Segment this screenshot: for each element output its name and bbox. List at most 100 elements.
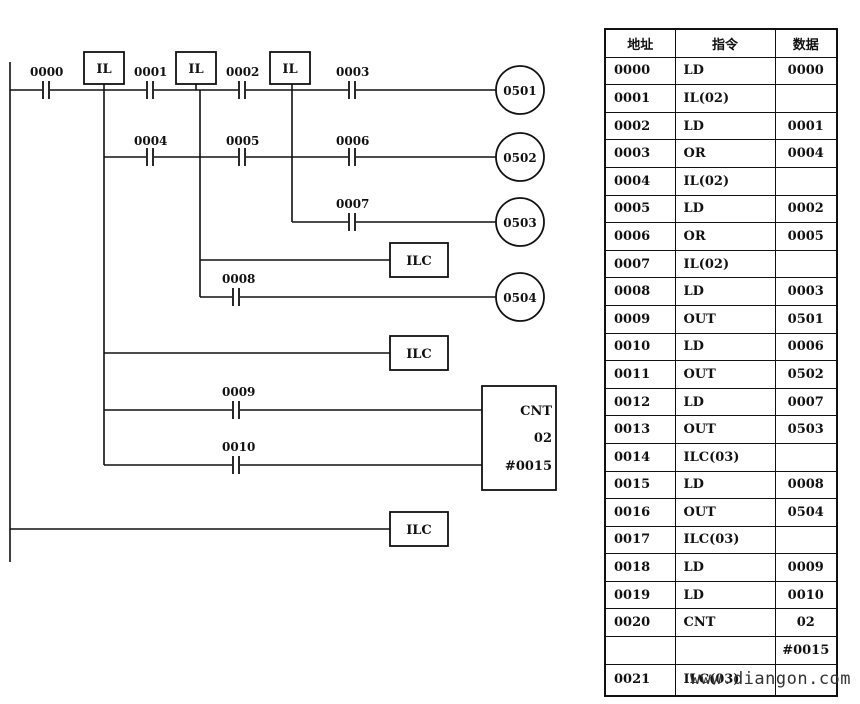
header-address: 地址 <box>604 28 676 58</box>
cell-instruction: ILC(03) <box>674 663 776 697</box>
coil-label-0503: 0503 <box>503 216 536 230</box>
ilc-box-3-label: ILC <box>406 523 432 538</box>
cell-data: 0502 <box>774 360 838 389</box>
cell-address: 0003 <box>604 139 676 168</box>
cell-address: 0006 <box>604 222 676 251</box>
cell-instruction: IL(02) <box>674 249 776 279</box>
ilc-box-2 <box>389 335 449 371</box>
cell-data: #0015 <box>774 636 838 665</box>
cell-instruction: OUT <box>674 498 776 527</box>
cell-data: 0005 <box>774 222 838 251</box>
cell-address: 0013 <box>604 415 676 444</box>
cell-instruction: LD <box>674 277 776 306</box>
contact-0002 <box>238 81 246 99</box>
header-data: 数据 <box>774 28 838 58</box>
coil-label-0504: 0504 <box>503 291 536 305</box>
coil-label-0502: 0502 <box>503 151 536 165</box>
ilc-box-1 <box>389 242 449 278</box>
cell-address: 0000 <box>604 56 676 86</box>
ilc-box-1-label: ILC <box>406 254 432 269</box>
contact-0005 <box>238 148 246 166</box>
il-box-3-label: IL <box>282 62 297 77</box>
cell-instruction: LD <box>674 553 776 582</box>
il-box-2 <box>175 51 217 85</box>
counter-preset: #0015 <box>505 459 552 474</box>
cell-address: 0001 <box>604 84 676 113</box>
cell-address: 0002 <box>604 111 676 141</box>
cell-instruction: OR <box>674 139 776 168</box>
ilc-box-2-label: ILC <box>406 347 432 362</box>
cell-instruction: ILC(03) <box>674 442 776 472</box>
cell-instruction: LD <box>674 387 776 417</box>
counter-name: CNT <box>520 404 552 419</box>
cell-address: 0019 <box>604 580 676 610</box>
coil-0501 <box>495 65 545 115</box>
cell-instruction: ILC(03) <box>674 525 776 555</box>
cell-data <box>774 84 838 113</box>
contact-0007 <box>348 213 356 231</box>
contact-label-0009: 0009 <box>222 385 255 399</box>
contact-label-0005: 0005 <box>226 134 259 148</box>
ilc-box-3 <box>389 511 449 547</box>
contact-0004 <box>146 148 154 166</box>
cell-address: 0011 <box>604 360 676 389</box>
cell-address: 0012 <box>604 387 676 417</box>
contact-label-0007: 0007 <box>336 197 369 211</box>
cell-data <box>774 442 838 472</box>
cell-instruction: OUT <box>674 360 776 389</box>
cell-instruction: LD <box>674 332 776 362</box>
cell-data: 0001 <box>774 111 838 141</box>
contact-0003 <box>348 81 356 99</box>
cell-instruction: LD <box>674 194 776 224</box>
contact-label-0008: 0008 <box>222 272 255 286</box>
cell-address: 0005 <box>604 194 676 224</box>
cell-instruction: IL(02) <box>674 84 776 113</box>
cell-instruction: LD <box>674 470 776 500</box>
table-header-row: 地址 指令 数据 <box>604 28 838 58</box>
contact-0000 <box>42 81 50 99</box>
contact-label-0001: 0001 <box>134 65 167 79</box>
cell-address: 0009 <box>604 304 676 334</box>
il-box-2-label: IL <box>188 62 203 77</box>
cell-instruction: OUT <box>674 415 776 444</box>
contact-label-0004: 0004 <box>134 134 167 148</box>
counter-number: 02 <box>534 431 552 446</box>
cell-data <box>774 249 838 279</box>
contact-label-0003: 0003 <box>336 65 369 79</box>
cell-instruction: IL(02) <box>674 166 776 196</box>
cell-data: 0003 <box>774 277 838 306</box>
cell-data: 0008 <box>774 470 838 500</box>
cell-address: 0020 <box>604 608 676 638</box>
cell-data: 02 <box>774 608 838 638</box>
cell-data: 0009 <box>774 553 838 582</box>
il-box-1-label: IL <box>96 62 111 77</box>
watermark: www.diangon.com <box>690 669 852 689</box>
contact-0006 <box>348 148 356 166</box>
cell-address: 0008 <box>604 277 676 306</box>
il-box-3 <box>269 51 311 85</box>
cell-address: 0018 <box>604 553 676 582</box>
cell-address: 0015 <box>604 470 676 500</box>
coil-0503 <box>495 197 545 247</box>
contact-0009 <box>232 401 240 419</box>
cell-address: 0007 <box>604 249 676 279</box>
cell-data <box>774 663 838 697</box>
cell-instruction: OR <box>674 222 776 251</box>
cell-instruction: LD <box>674 111 776 141</box>
